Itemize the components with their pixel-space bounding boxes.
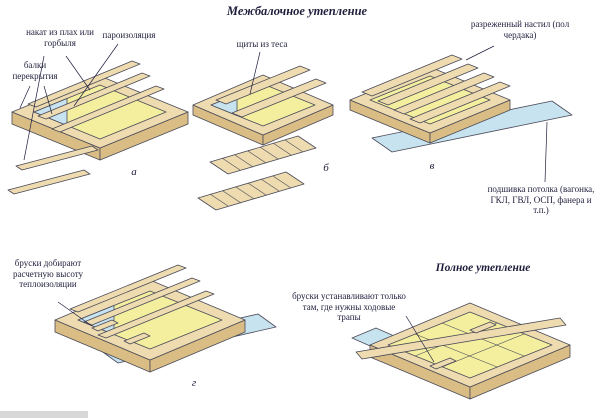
label-letter-a: а [131,166,137,178]
joist-beam [69,264,187,313]
joist-beam [97,290,215,339]
deck-board [377,63,479,106]
diagram-b-illustration [192,65,334,211]
walkway-plank [355,317,567,360]
label-bruski-height: бруски добирают расчетную высоту теплоиз… [12,258,84,290]
diagram-a-illustration [7,60,189,195]
slat-line [260,178,280,192]
joist-beam [37,72,151,120]
slatted-shield [209,135,317,175]
deck-board [361,54,463,97]
brusok-block [429,357,457,370]
slatted-shield-base [209,135,317,175]
deck-board [409,81,511,124]
label-nakat: накат из плах или горбыля [26,27,94,48]
slat-line [272,142,292,156]
leader-line [73,43,119,107]
shield-board [215,65,311,105]
label-letter-v: в [429,160,435,172]
slat-line [235,186,255,200]
full-insulation-title: Полное утепление [435,262,531,274]
slat-line [209,193,229,207]
leader-lines [19,43,548,363]
brusok-block [91,319,119,332]
slatted-shield [197,171,305,211]
slatted-shield-base [197,171,305,211]
label-floor-beams: балки перекрытия [12,60,58,81]
label-sparse-deck: разреженный настил (пол чердака) [470,19,570,40]
joist-beam [27,60,141,108]
leader-line [405,315,435,363]
leader-line [249,51,261,95]
label-letter-g: г [191,377,197,389]
slat-line [222,190,242,204]
leader-line [57,301,93,327]
label-shields: щиты из теса [236,39,288,49]
slat-line [247,182,267,196]
watermark-strip [0,411,88,418]
label-bruski-walkways: бруски устанавливают только там, где нуж… [292,291,406,323]
leader-line [19,85,31,109]
label-letter-b: б [323,162,329,174]
shield-board [231,78,327,118]
slat-line [247,150,267,164]
loose-plank [15,145,99,171]
loose-plank [7,169,91,195]
diagram-v-illustration [349,54,573,153]
slat-line [272,175,292,189]
slat-line [234,154,254,168]
brusok-block [123,332,151,345]
leader-line [43,85,53,115]
leader-line [23,55,45,161]
slab-joint-line [441,322,525,357]
leader-line [65,55,91,91]
label-vapor-barrier: пароизоляция [102,30,156,40]
slat-line [259,146,279,160]
diagram-full-illustration [351,302,571,400]
slat-line [284,139,304,153]
main-title: Межбалочное утепление [226,4,368,18]
slat-line [221,157,241,171]
brusok-block [469,321,497,334]
leader-line [465,45,495,61]
deck-board [393,72,495,115]
joist-beam [51,85,165,133]
label-ceiling-lining: подшивка потолка (вагонка, ГКЛ, ГВЛ, ОСП… [487,184,595,216]
leader-line [544,121,548,183]
diagram-g-illustration [54,264,277,373]
